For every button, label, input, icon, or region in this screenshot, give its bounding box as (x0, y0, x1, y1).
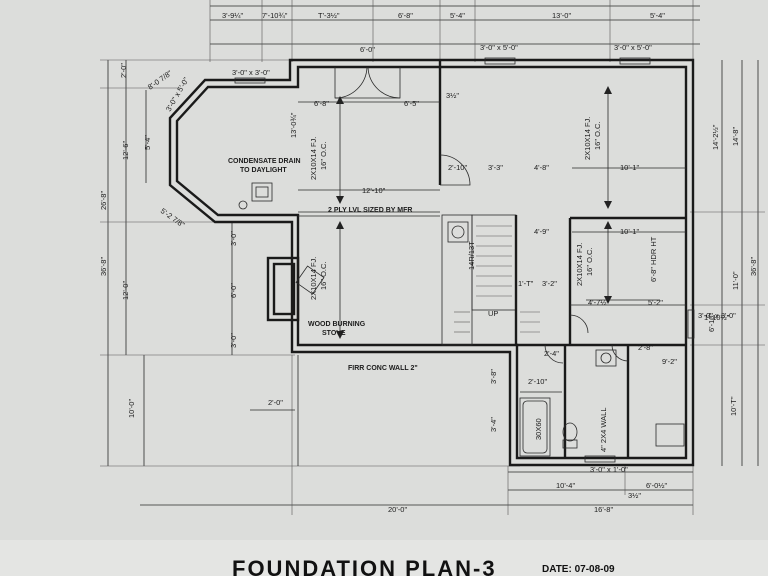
label-dim-3-8: 3'-8" (489, 369, 498, 384)
right-dimensions: 14'-2½" 14'-8" 11'-0" 10'-T" 36'-8" (711, 124, 758, 416)
top-dim-5: 13'-0" (552, 11, 571, 20)
label-left-vert: 5'-4" (143, 135, 152, 150)
label-dim-12-10: 12'-10" (362, 186, 386, 195)
top-dimensions: 3'-9¼" 7'-10¾" T'-3½" 6'-8" 5'-4" 13'-0" 5'-4"… (222, 11, 665, 77)
foundation-walls (168, 58, 695, 467)
bottom-dim-0: 2'-0" (268, 398, 283, 407)
top-window-dim-1: 6'-0" (360, 45, 375, 54)
label-joist-4: 2X10X14 FJ. (575, 243, 584, 286)
left-dimensions: 2'-0" 12'-6" 12'-0" 10'-0" 36'-8" 26'-8" (99, 63, 136, 418)
bottom-dim-4: 16'-8" (594, 505, 613, 514)
label-hdr: 6'-8" HDR HT (649, 236, 658, 282)
label-bath: 30X60 (534, 418, 543, 440)
label-dim-2-10: 2'-10" (448, 163, 467, 172)
label-dim-13: 13'-0¾" (289, 112, 298, 138)
right-dim-2: 11'-0" (731, 271, 740, 290)
note-wall: FIRR CONC WALL 2" (348, 365, 418, 372)
label-dim-3-2: 3'-2" (542, 279, 557, 288)
stair-treads (454, 225, 540, 333)
label-dim-1-7: 1'-T" (518, 279, 534, 288)
fixtures (238, 182, 685, 457)
bottom-dimensions: 2'-0" 20'-0" 10'-4" 6'-0½" 16'-8" 3'-0" x 1'-… (268, 398, 668, 514)
label-dim-10-1b: 10'-1" (620, 227, 639, 236)
label-stair-size: 14R/13T (467, 241, 476, 270)
right-dim-4: 36'-8" (749, 257, 758, 276)
label-dim-6-5: 6'-5" (404, 99, 419, 108)
left-dim-1: 12'-6" (121, 141, 130, 160)
top-window-dim-3: 3'-0" x 5'-0" (614, 43, 652, 52)
label-dim-4-8: 4'-8" (534, 163, 549, 172)
right-dim-1: 14'-8" (731, 127, 740, 146)
note-condensate: CONDENSATE DRAIN (228, 158, 301, 165)
top-dim-3: 6'-8" (398, 11, 413, 20)
note-stove: WOOD BURNING (308, 321, 366, 328)
bottom-dim-2: 10'-4" (556, 481, 575, 490)
label-dim-2-4: 2'-4" (544, 349, 559, 358)
top-dim-2: T'-3½" (318, 11, 340, 20)
label-dim-4-9: 4'-9" (534, 227, 549, 236)
bottom-dimension-lines (140, 355, 694, 515)
label-dim-3-0: 3'-0" (229, 231, 238, 246)
label-dim-6-10: 6'-10" (707, 313, 716, 332)
right-dim-3: 10'-T" (729, 396, 738, 416)
label-joist-4b: 16" O.C. (585, 247, 594, 276)
label-up: UP (488, 309, 498, 318)
left-dimension-lines (100, 59, 520, 467)
label-win-right: 3'-0" x 3'-0" (698, 311, 736, 320)
left-dim-2: 12'-0" (121, 281, 130, 300)
label-dim-2-10b: 2'-10" (528, 377, 547, 386)
right-dimension-lines (690, 60, 765, 466)
note-beam: 2 PLY LVL SIZED BY MFR (328, 207, 412, 214)
label-dim-6-0: 6'-0" (229, 283, 238, 298)
top-window-dim-2: 3'-0" x 5'-0" (480, 43, 518, 52)
label-dim-6-8: 6'-8" (314, 99, 329, 108)
label-joist-2b: 16" O.C. (319, 261, 328, 290)
right-dim-0: 14'-2½" (711, 124, 720, 150)
window-marks (234, 57, 695, 463)
label-dim-1-10: 1'-10½" (704, 313, 730, 322)
label-dim-3-5: 3½" (446, 91, 459, 100)
left-dim-4: 36'-8" (99, 257, 108, 276)
left-dim-0: 2'-0" (119, 63, 128, 78)
top-dim-6: 5'-4" (650, 11, 665, 20)
label-joist-1: 2X10X14 FJ. (309, 137, 318, 180)
door-swings (334, 66, 629, 364)
left-dim-3: 10'-0" (127, 399, 136, 418)
label-joist-2: 2X10X14 FJ. (309, 257, 318, 300)
label-joist-3b: 16" O.C. (593, 121, 602, 150)
bottom-dim-1: 20'-0" (388, 505, 407, 514)
top-dimension-lines (209, 0, 700, 62)
top-dim-0: 3'-9¼" (222, 11, 244, 20)
label-dim-3-0b: 3'-0" (229, 333, 238, 348)
bottom-dim-5: 3'-0" x 1'-0" (590, 465, 628, 474)
label-dim-4-7: 4'-7½" (588, 298, 610, 307)
plan-title: FOUNDATION PLAN-3 (232, 556, 497, 576)
label-dim-10-1a: 10'-1" (620, 163, 639, 172)
top-window-dim-0: 3'-0" x 3'-0" (232, 68, 270, 77)
note-condensate-2: TO DAYLIGHT (240, 167, 287, 174)
plan-date: DATE: 07-08-09 (542, 564, 615, 575)
note-stove-2: STOVE (322, 330, 346, 337)
bottom-dim-3: 6'-0½" (646, 481, 668, 490)
label-joist-1b: 16" O.C. (319, 141, 328, 170)
label-dim-2-8: 2'-8" (638, 343, 653, 352)
label-wall2x4: 4" 2X4 WALL (599, 408, 608, 453)
bottom-dim-6: 3½" (628, 491, 641, 500)
top-dim-4: 5'-4" (450, 11, 465, 20)
left-dim-5: 26'-8" (99, 191, 108, 210)
label-dim-9-2: 9'-2" (662, 357, 677, 366)
label-dim-3-4: 3'-4" (489, 417, 498, 432)
label-dim-5-2: 5'-2" (648, 298, 663, 307)
label-dim-3-3: 3'-3" (488, 163, 503, 172)
joist-arrows (298, 86, 686, 339)
label-joist-3: 2X10X14 FJ. (583, 117, 592, 160)
top-dim-1: 7'-10¾" (262, 11, 288, 20)
